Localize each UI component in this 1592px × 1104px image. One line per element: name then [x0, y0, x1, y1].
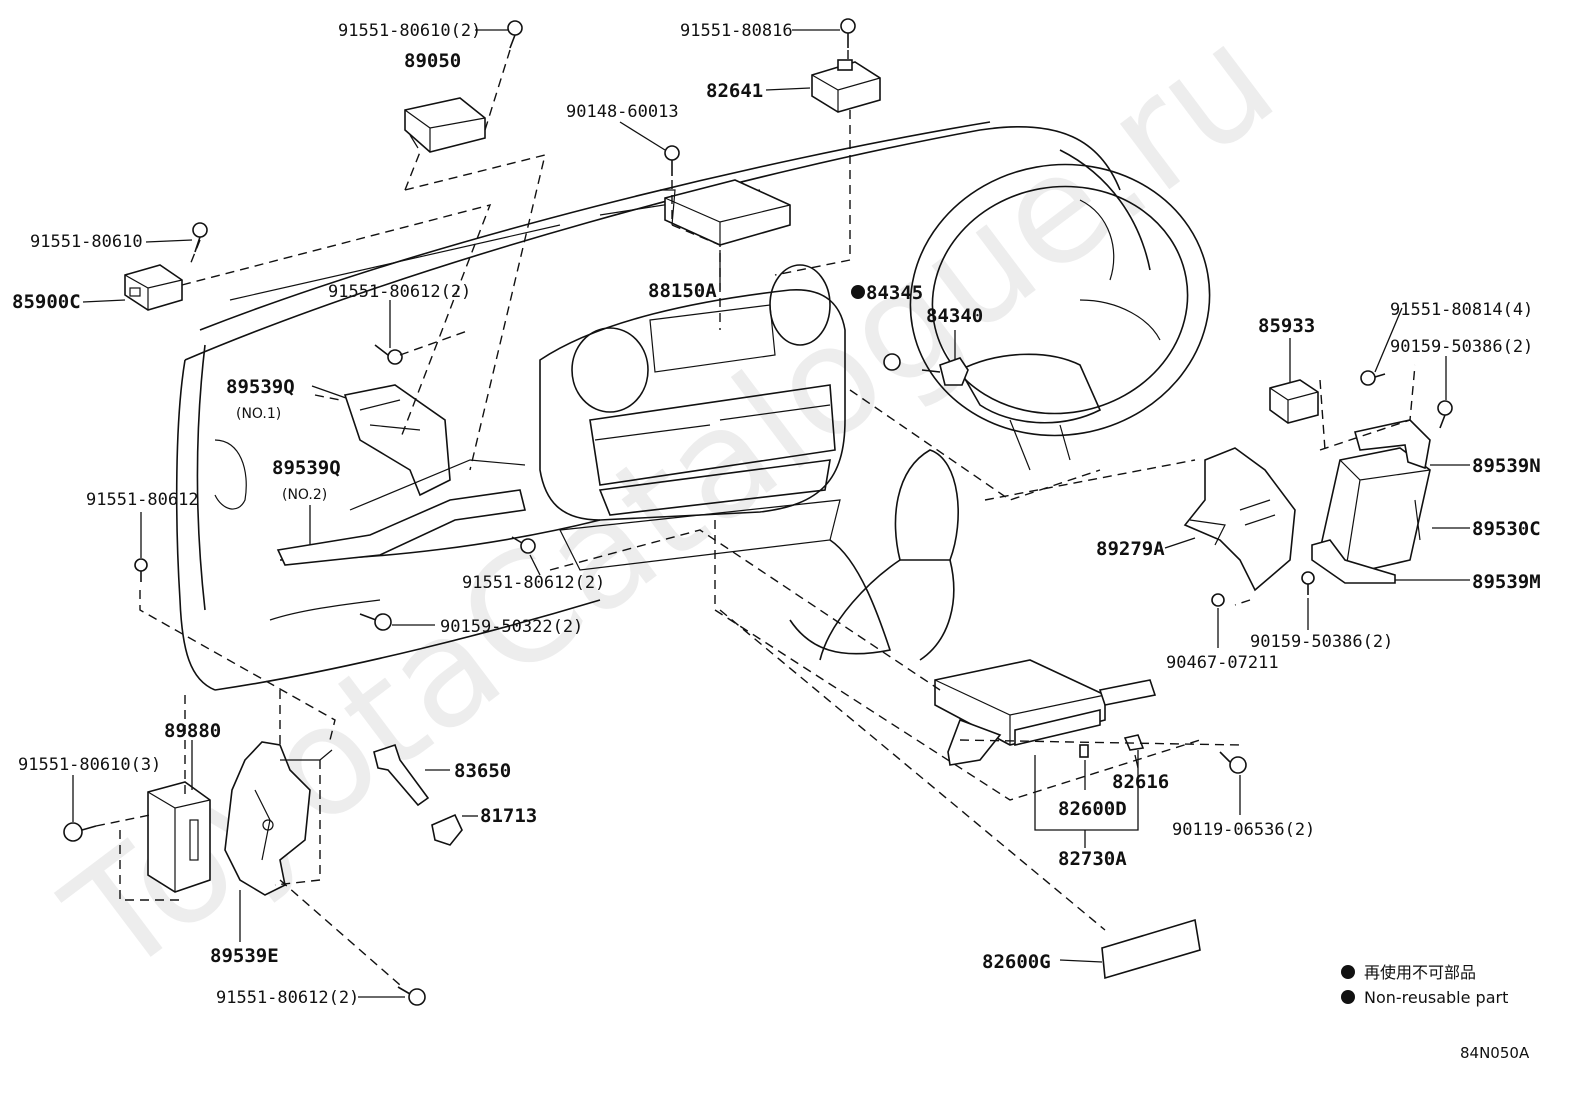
- callout-part-number: 91551-80612: [86, 490, 199, 510]
- callout-sub-label: (NO.1): [236, 406, 281, 422]
- screw-icon: [192, 222, 208, 253]
- bolt-icon: [1219, 751, 1247, 774]
- part-89539m-bracket: [1311, 539, 1396, 584]
- bolt-icon: [664, 145, 680, 176]
- part-89539n-bracket: [1354, 419, 1431, 470]
- callout-part-number: 89539Q: [226, 376, 295, 398]
- callout-part-number: 82641: [706, 80, 763, 102]
- callout-part-number: 91551-80816: [680, 21, 793, 41]
- callout-part-number: 82616: [1112, 771, 1169, 793]
- part-89539q-bracket-no1: [343, 384, 451, 497]
- callout-part-number: 91551-80610(2): [338, 21, 481, 41]
- bolt-icon: [63, 822, 97, 842]
- callout-part-number: 83650: [454, 760, 511, 782]
- callout-part-number: 90159-50322(2): [440, 617, 583, 637]
- steering-wheel: [909, 163, 1211, 471]
- part-82600g-label: [1101, 918, 1201, 980]
- part-89880-ecu: [147, 781, 211, 893]
- callout-part-number: 89539E: [210, 945, 279, 967]
- non-reusable-marker: [851, 285, 865, 299]
- part-89279a-cover: [1183, 447, 1296, 592]
- callout-part-number: 90159-50386(2): [1250, 632, 1393, 652]
- callout-part-number: 84340: [926, 305, 983, 327]
- callout-sub-label: (NO.2): [282, 487, 327, 503]
- callout-part-number: 91551-80612(2): [216, 988, 359, 1008]
- callout-part-number: 89530C: [1472, 518, 1541, 540]
- part-85933-relay: [1269, 379, 1319, 424]
- part-89539e-bracket: [224, 741, 333, 896]
- screw-icon: [1360, 370, 1386, 386]
- screw-icon: [507, 20, 523, 49]
- part-84340-connector: [921, 357, 969, 386]
- callout-part-number: 85900C: [12, 291, 81, 313]
- leader-lines: [72, 29, 1470, 998]
- callout-part-number: 82600G: [982, 951, 1051, 973]
- callout-part-number: 82600D: [1058, 798, 1127, 820]
- callout-part-number: 90119-06536(2): [1172, 820, 1315, 840]
- callout-part-number: 90467-07211: [1166, 653, 1279, 673]
- callout-part-number: 90148-60013: [566, 102, 679, 122]
- legend-label-english: Non-reusable part: [1364, 988, 1508, 1007]
- callout-part-number: 89880: [164, 720, 221, 742]
- part-82641-relay: [811, 59, 881, 113]
- part-89539q-bracket-no2: [276, 459, 526, 566]
- screw-icon: [1437, 400, 1453, 429]
- callout-part-number: 91551-80610: [30, 232, 143, 252]
- callout-part-number: 89279A: [1096, 538, 1165, 560]
- bolt-icon: [374, 344, 403, 365]
- part-82730a-junction-block: [934, 659, 1157, 766]
- bolt-icon: [511, 536, 536, 554]
- callout-part-number: 88150A: [648, 280, 717, 302]
- callout-part-number: 91551-80612(2): [328, 282, 471, 302]
- callout-part-number: 85933: [1258, 315, 1315, 337]
- part-82616-fuse: [1123, 734, 1145, 751]
- clip-icon: [1211, 593, 1225, 607]
- callout-part-number: 89539M: [1472, 571, 1541, 593]
- callout-part-number: 91551-80814(4): [1390, 300, 1533, 320]
- callout-part-number: 82730A: [1058, 848, 1127, 870]
- part-88150a-airbag-sensor: [660, 179, 791, 246]
- part-84345-clip: [883, 353, 901, 371]
- legend-label-japanese: 再使用不可部品: [1364, 963, 1476, 982]
- callout-part-number: 89539N: [1472, 455, 1541, 477]
- screw-icon: [134, 558, 148, 582]
- callout-labels: 91551-80610(2) 89050 91551-80816 82641 9…: [12, 21, 1541, 1008]
- callout-part-number: 91551-80612(2): [462, 573, 605, 593]
- callout-part-number: 91551-80610(3): [18, 755, 161, 775]
- part-89050-module: [404, 97, 486, 153]
- bolt-icon: [397, 986, 426, 1006]
- legend: 再使用不可部品 Non-reusable part: [1341, 963, 1508, 1007]
- part-82600d-fuse: [1079, 744, 1089, 758]
- callout-part-number: 84345: [866, 282, 923, 304]
- part-81713-socket: [431, 813, 463, 846]
- screw-icon: [1301, 571, 1315, 595]
- part-83650-sensor: [373, 743, 430, 807]
- legend-marker: [1341, 990, 1355, 1004]
- figure-code: 84N050A: [1460, 1044, 1530, 1062]
- screw-icon: [840, 18, 856, 48]
- part-89530c-ecu: [1319, 447, 1431, 576]
- callout-part-number: 90159-50386(2): [1390, 337, 1533, 357]
- callout-part-number: 89539Q: [272, 457, 341, 479]
- callout-part-number: 81713: [480, 805, 537, 827]
- bolt-icon: [359, 613, 392, 631]
- part-85900c-relay: [124, 264, 183, 311]
- legend-marker: [1341, 965, 1355, 979]
- callout-part-number: 89050: [404, 50, 461, 72]
